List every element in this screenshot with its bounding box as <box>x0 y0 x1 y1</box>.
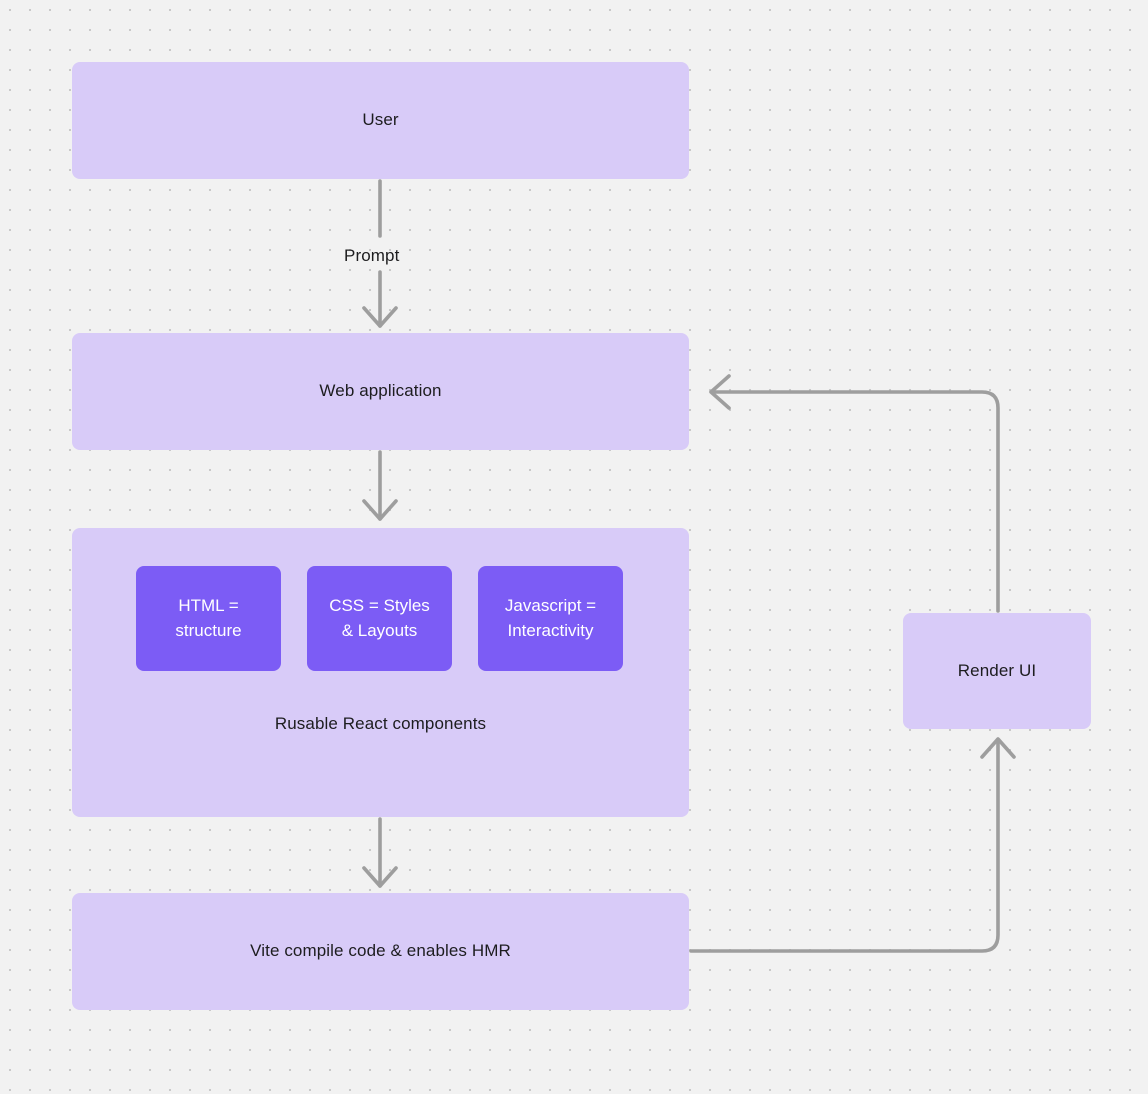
arrowhead-vite-to-render <box>980 737 1016 759</box>
node-vite-compile[interactable]: Vite compile code & enables HMR <box>72 893 689 1010</box>
chip-css-line2: & Layouts <box>341 620 418 640</box>
chip-css-line1: CSS = Styles <box>329 596 430 616</box>
chip-css[interactable]: CSS = Styles & Layouts <box>307 566 452 671</box>
node-render-ui[interactable]: Render UI <box>903 613 1091 729</box>
arrowhead-webapp-to-components <box>362 499 398 521</box>
chip-html-line2: structure <box>175 620 242 640</box>
chip-html-line1: HTML = <box>178 596 239 616</box>
chip-javascript-line2: Interactivity <box>507 620 594 640</box>
edge-label-prompt: Prompt <box>344 246 400 265</box>
node-web-application[interactable]: Web application <box>72 333 689 450</box>
arrowhead-user-to-webapp <box>362 306 398 328</box>
arrowhead-components-to-vite <box>362 866 398 888</box>
chip-javascript-line1: Javascript = <box>504 596 597 616</box>
edge-render-to-webapp <box>710 390 1000 613</box>
node-user[interactable]: User <box>72 62 689 179</box>
edge-vite-to-render <box>689 738 1000 953</box>
chip-row: HTML = structure CSS = Styles & Layouts … <box>136 566 623 671</box>
chip-html[interactable]: HTML = structure <box>136 566 281 671</box>
react-components-caption: Rusable React components <box>274 714 487 733</box>
node-react-components-group[interactable]: HTML = structure CSS = Styles & Layouts … <box>72 528 689 817</box>
arrowhead-render-to-webapp <box>709 374 731 410</box>
chip-javascript[interactable]: Javascript = Interactivity <box>478 566 623 671</box>
